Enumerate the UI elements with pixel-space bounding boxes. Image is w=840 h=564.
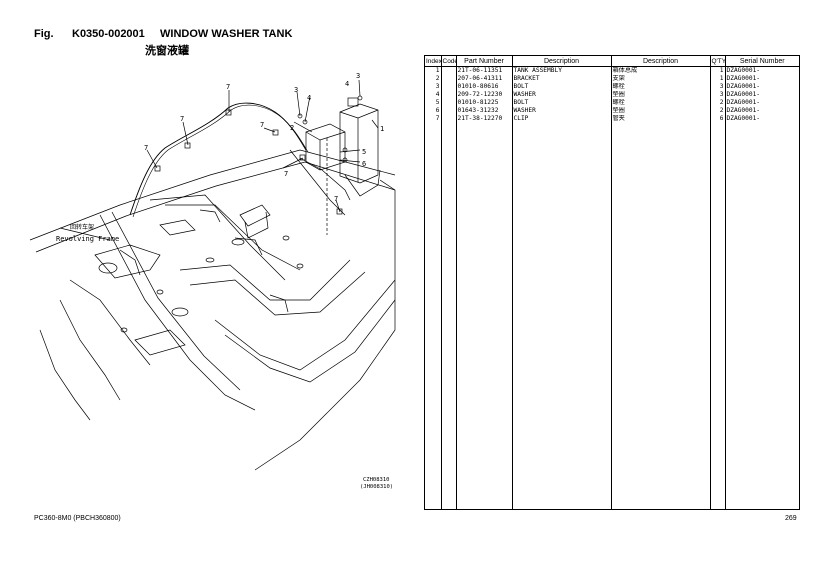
cell-code xyxy=(441,107,457,115)
cell-qty: 6 xyxy=(710,115,726,123)
cell-description-en: BOLT xyxy=(512,99,612,107)
callout-7b: 7 xyxy=(180,115,184,123)
cell-qty: 1 xyxy=(710,75,726,83)
callout-6: 6 xyxy=(362,160,366,168)
cell-part-number: 01010-81225 xyxy=(456,99,513,107)
cell-qty: 2 xyxy=(710,107,726,115)
cell-index: 1 xyxy=(425,66,442,75)
cell-description-cn: 管夹 xyxy=(611,115,711,123)
header-serial: Serial Number xyxy=(725,56,799,67)
callout-5: 5 xyxy=(362,148,366,156)
figure-label: Fig. xyxy=(34,28,54,40)
parts-table: Index Code Part Number Description Descr… xyxy=(424,55,800,510)
cell-description-en: BOLT xyxy=(512,83,612,91)
cell-part-number: 21T-06-11351 xyxy=(456,66,513,75)
table-row: 6 01643-31232 WASHER 垫圈 2 DZAG0001- xyxy=(425,107,799,115)
callout-2: 2 xyxy=(290,124,294,132)
cell-serial: DZAG0001- xyxy=(726,115,761,122)
cell-index: 6 xyxy=(425,107,442,115)
cell-code xyxy=(441,91,457,99)
cell-serial: DZAG0001- xyxy=(726,67,761,74)
header-description-en: Description xyxy=(512,56,612,67)
cell-description-en: WASHER xyxy=(512,91,612,99)
cell-serial: DZAG0001- xyxy=(726,91,761,98)
cell-part-number: 01643-31232 xyxy=(456,107,513,115)
page-title: WINDOW WASHER TANK xyxy=(160,28,293,40)
cell-qty: 3 xyxy=(710,83,726,91)
callout-4b: 4 xyxy=(307,94,311,102)
figure-code: K0350-002001 xyxy=(72,28,145,40)
frame-label-cn: 回转车架 xyxy=(70,223,94,231)
callout-1: 1 xyxy=(380,125,384,133)
cell-index: 5 xyxy=(425,99,442,107)
cell-index: 7 xyxy=(425,115,442,123)
cell-code xyxy=(441,75,457,83)
callout-7c: 7 xyxy=(144,144,148,152)
header-description-cn: Description xyxy=(611,56,711,67)
cell-qty: 1 xyxy=(710,66,726,75)
callout-3a: 3 xyxy=(356,72,360,80)
cell-description-cn: 箱体总成 xyxy=(611,66,711,75)
cell-serial: DZAG0001- xyxy=(726,99,761,106)
cell-serial: DZAG0001- xyxy=(726,83,761,90)
table-row: 1 21T-06-11351 TANK ASSEMBLY 箱体总成 1 DZAG… xyxy=(425,66,799,75)
cell-qty: 2 xyxy=(710,99,726,107)
cell-part-number: 207-06-41311 xyxy=(456,75,513,83)
cell-index: 3 xyxy=(425,83,442,91)
drawing-id-alt: (JH008310) xyxy=(360,484,393,490)
cell-code xyxy=(441,115,457,123)
cell-part-number: 01010-80616 xyxy=(456,83,513,91)
cell-description-cn: 支架 xyxy=(611,75,711,83)
model-footer: PC360-8M0 (PBCH360800) xyxy=(34,515,121,522)
cell-code xyxy=(441,99,457,107)
cell-serial: DZAG0001- xyxy=(726,75,761,82)
cell-code xyxy=(441,83,457,91)
cell-part-number: 209-72-12230 xyxy=(456,91,513,99)
cell-index: 2 xyxy=(425,75,442,83)
callout-4a: 4 xyxy=(345,80,349,88)
header-part-number: Part Number xyxy=(456,56,513,67)
drawing-id: CZH08310 xyxy=(363,477,390,483)
callout-3b: 3 xyxy=(294,86,298,94)
callout-7d: 7 xyxy=(260,121,264,129)
table-filler-row xyxy=(425,123,799,509)
callout-7a: 7 xyxy=(226,83,230,91)
cell-part-number: 21T-38-12270 xyxy=(456,115,513,123)
page-number: 269 xyxy=(785,515,797,522)
table-row: 5 01010-81225 BOLT 螺栓 2 DZAG0001- xyxy=(425,99,799,107)
callout-7f: 7 xyxy=(334,195,338,203)
cell-description-cn: 螺栓 xyxy=(611,83,711,91)
header-index: Index xyxy=(425,56,442,67)
exploded-parts-drawing: 1 2 3 3 4 4 5 6 7 7 7 7 7 7 回转车架 Revolvi… xyxy=(29,72,396,490)
header-qty: Q'TY xyxy=(710,56,726,67)
page-subtitle: 洗窗液罐 xyxy=(145,45,189,57)
cell-qty: 3 xyxy=(710,91,726,99)
table-row: 3 01010-80616 BOLT 螺栓 3 DZAG0001- xyxy=(425,83,799,91)
cell-description-en: WASHER xyxy=(512,107,612,115)
cell-description-en: BRACKET xyxy=(512,75,612,83)
table-row: 7 21T-38-12270 CLIP 管夹 6 DZAG0001- xyxy=(425,115,799,123)
table-header-row: Index Code Part Number Description Descr… xyxy=(425,56,799,67)
cell-description-en: TANK ASSEMBLY xyxy=(512,66,612,75)
header-code: Code xyxy=(441,56,457,67)
cell-description-cn: 垫圈 xyxy=(611,91,711,99)
cell-index: 4 xyxy=(425,91,442,99)
cell-serial: DZAG0001- xyxy=(726,107,761,114)
callout-7e: 7 xyxy=(284,170,288,178)
frame-label-en: Revolving Frame xyxy=(56,235,119,243)
cell-description-cn: 螺栓 xyxy=(611,99,711,107)
cell-code xyxy=(441,66,457,75)
cell-description-en: CLIP xyxy=(512,115,612,123)
table-row: 2 207-06-41311 BRACKET 支架 1 DZAG0001- xyxy=(425,75,799,83)
cell-description-cn: 垫圈 xyxy=(611,107,711,115)
table-row: 4 209-72-12230 WASHER 垫圈 3 DZAG0001- xyxy=(425,91,799,99)
